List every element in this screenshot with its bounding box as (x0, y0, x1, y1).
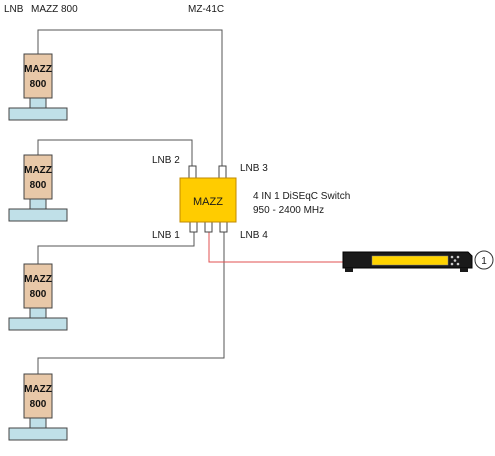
lnb-label-brand: MAZZ (24, 274, 52, 285)
receiver-button-icon (453, 259, 457, 262)
switch-model-header: MZ-41C (188, 4, 224, 15)
switch-body (179, 177, 237, 223)
receiver-number-badge (474, 250, 494, 270)
switch-port-lnb3 (218, 165, 227, 179)
receiver-number: 1 (481, 256, 487, 267)
lnb-unit-4: MAZZ 800 (8, 373, 68, 441)
lnb-neck (29, 417, 47, 429)
lnb-body (23, 154, 53, 200)
lnb-body (23, 53, 53, 99)
port-label-lnb3: LNB 3 (240, 163, 268, 174)
port-label-lnb2: LNB 2 (152, 155, 180, 166)
diseqc-switch: MAZZ (179, 165, 237, 233)
switch-description-type: 4 IN 1 DiSEqC Switch (253, 191, 350, 202)
lnb-mount (8, 107, 68, 121)
receiver-button-icon (456, 262, 460, 266)
receiver-foot-left (345, 268, 353, 272)
lnb-unit-2: MAZZ 800 (8, 154, 68, 222)
switch-body-label: MAZZ (193, 196, 223, 208)
lnb-label-brand: MAZZ (24, 64, 52, 75)
lnb-header-label: LNB (4, 4, 24, 15)
lnb-label-model: 800 (30, 289, 47, 300)
receiver-button-icon (450, 255, 454, 259)
coax-lnb4-wire (37, 228, 225, 374)
lnb-neck (29, 198, 47, 210)
coax-lnb3-wire (37, 228, 195, 264)
lnb-mount (8, 427, 68, 441)
receiver-display (371, 255, 449, 266)
coax-lnb1-wire (37, 29, 223, 166)
lnb-mount (8, 208, 68, 222)
lnb-label-model: 800 (30, 399, 47, 410)
switch-description-frequency: 950 - 2400 MHz (253, 205, 324, 216)
switch-port-lnb2 (188, 165, 197, 179)
switch-port-out (204, 221, 213, 233)
lnb-label-brand: MAZZ (24, 165, 52, 176)
switch-port-lnb4 (219, 221, 228, 233)
switch-port-lnb1 (189, 221, 198, 233)
lnb-mount (8, 317, 68, 331)
lnb-neck (29, 97, 47, 109)
satellite-receiver (342, 251, 473, 272)
receiver-signal-wire (208, 228, 372, 263)
lnb-body (23, 263, 53, 309)
lnb-label-model: 800 (30, 79, 47, 90)
lnb-unit-1: MAZZ 800 (8, 53, 68, 121)
port-label-lnb1: LNB 1 (152, 230, 180, 241)
receiver-foot-right (460, 268, 468, 272)
lnb-body (23, 373, 53, 419)
lnb-unit-3: MAZZ 800 (8, 263, 68, 331)
coax-lnb2-wire (37, 139, 193, 166)
port-label-lnb4: LNB 4 (240, 230, 268, 241)
receiver-button-icon (456, 255, 460, 259)
lnb-label-brand: MAZZ (24, 384, 52, 395)
lnb-label-model: 800 (30, 180, 47, 191)
lnb-model-header: MAZZ 800 (31, 4, 78, 15)
lnb-neck (29, 307, 47, 319)
receiver-button-icon (450, 262, 454, 266)
